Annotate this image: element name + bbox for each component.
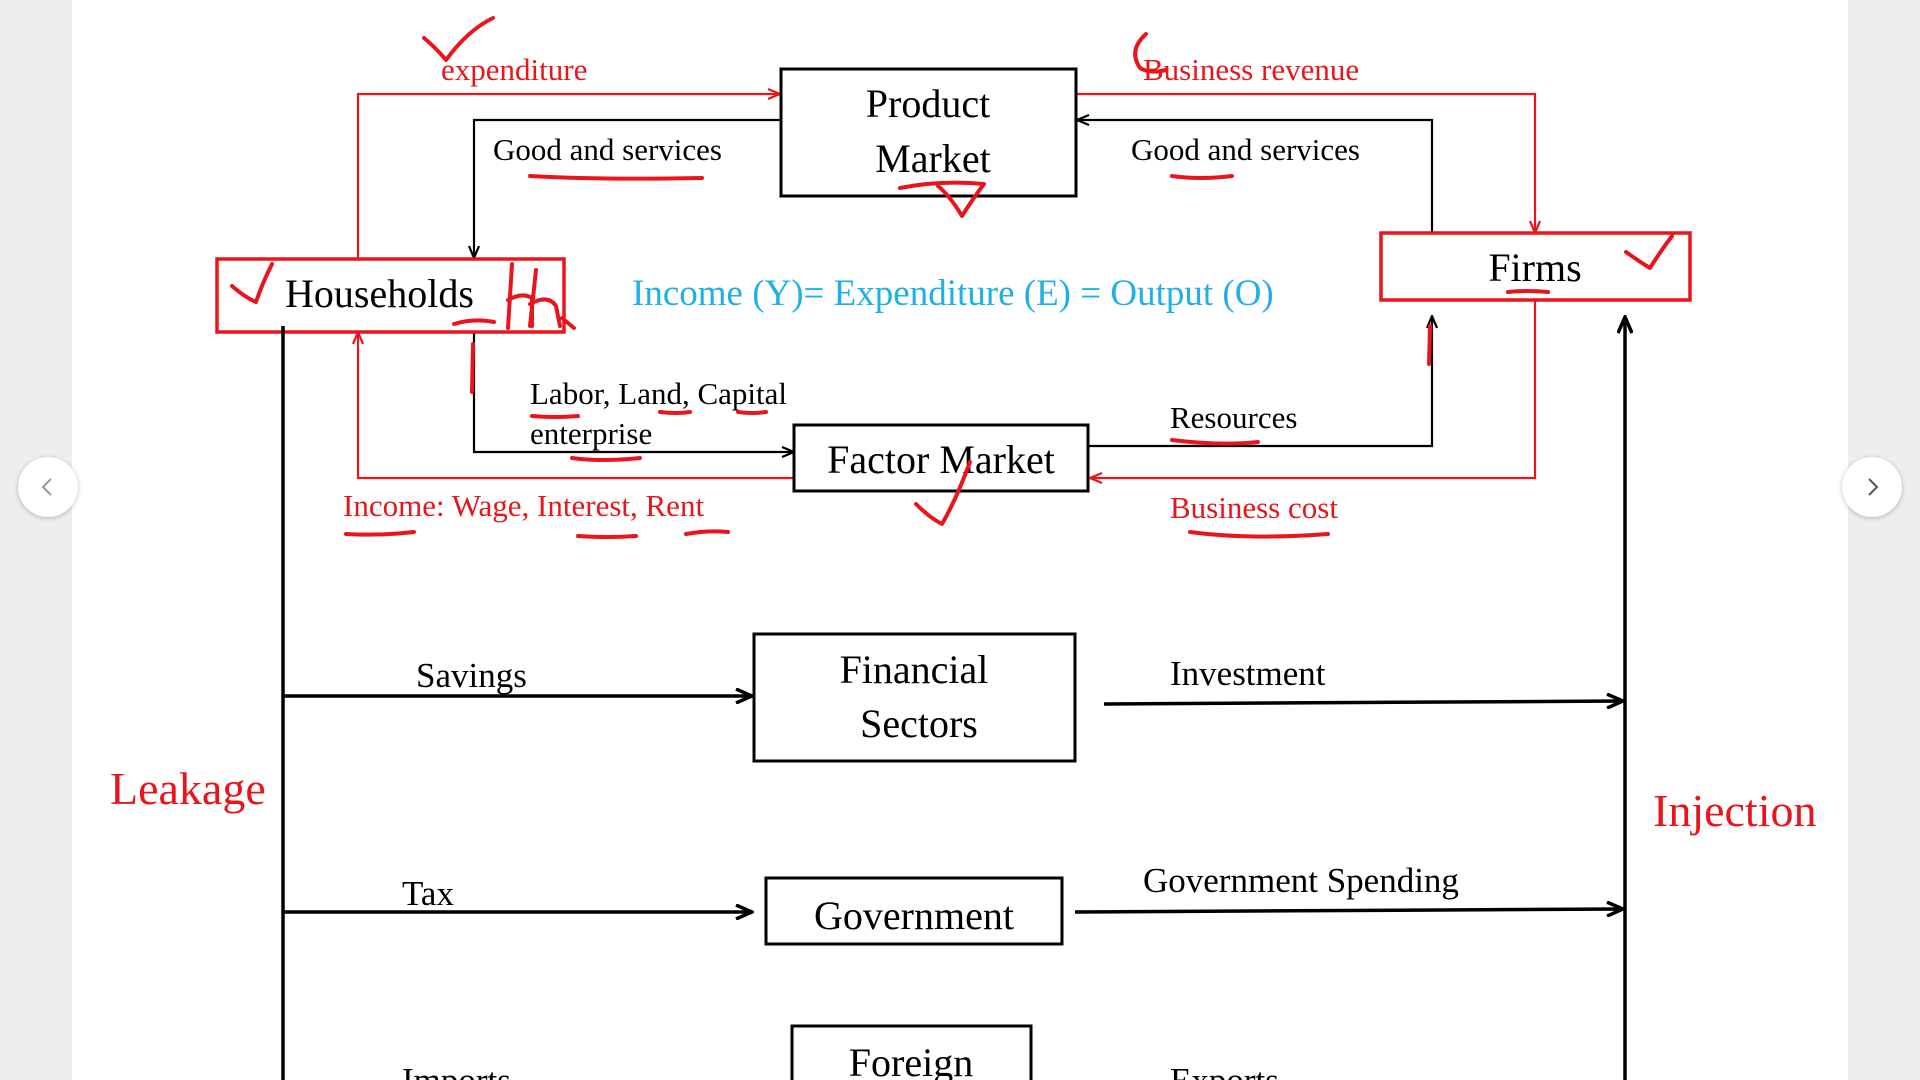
financial-sectors-label-1: Financial bbox=[840, 647, 989, 692]
investment-arrow bbox=[1103, 701, 1623, 704]
underline-income bbox=[344, 530, 416, 537]
next-slide-button[interactable] bbox=[1842, 457, 1902, 517]
underline-labor bbox=[530, 414, 580, 419]
chevron-right-icon bbox=[1868, 478, 1879, 496]
financial-sectors-box bbox=[752, 632, 1077, 763]
firms-box bbox=[1379, 231, 1692, 302]
chevron-left-icon bbox=[41, 478, 52, 496]
mark-business-revenue bbox=[1133, 32, 1168, 74]
slide-canvas: Product Market Households Firms Factor M… bbox=[72, 0, 1848, 1080]
underline-goods-left bbox=[528, 174, 704, 181]
government-label: Government bbox=[814, 893, 1014, 938]
circular-flow-diagram: Product Market Households Firms Factor M… bbox=[110, 16, 1817, 1080]
leakage-label: Leakage bbox=[110, 763, 266, 814]
business-revenue-arrow bbox=[1077, 92, 1535, 233]
product-market-label-1: Product bbox=[866, 81, 990, 126]
goods-from-firms-arrow bbox=[1077, 120, 1434, 233]
checkmark-firms bbox=[1624, 234, 1674, 270]
financial-sectors-label-2: Sectors bbox=[860, 701, 978, 746]
resources-label: Resources bbox=[1170, 400, 1297, 435]
goods-left-label: Good and services bbox=[493, 132, 722, 167]
factor-market-label: Factor Market bbox=[827, 437, 1055, 482]
mark-households-down bbox=[470, 342, 475, 394]
equation-label: Income (Y)= Expenditure (E) = Output (O) bbox=[632, 273, 1274, 314]
firms-label: Firms bbox=[1488, 245, 1581, 290]
exports-label: Exports bbox=[1170, 1061, 1279, 1080]
government-spending-label: Government Spending bbox=[1143, 861, 1459, 900]
underline-goods-right bbox=[1170, 174, 1234, 180]
underline-households bbox=[452, 318, 496, 326]
business-cost-label: Business cost bbox=[1170, 490, 1338, 525]
underline-rent bbox=[684, 529, 730, 536]
business-cost-arrow bbox=[1090, 300, 1537, 478]
prev-slide-button[interactable] bbox=[18, 457, 78, 517]
underline-land bbox=[658, 410, 692, 415]
checkmark-expenditure bbox=[422, 16, 495, 62]
savings-label: Savings bbox=[416, 656, 527, 695]
underline-firms bbox=[1506, 289, 1550, 294]
income-arrow bbox=[358, 332, 794, 480]
checkmark-factor-market bbox=[914, 460, 972, 526]
business-revenue-label: Business revenue bbox=[1143, 52, 1359, 87]
product-market-box bbox=[779, 67, 1078, 198]
imports-label: Imports bbox=[402, 1061, 511, 1080]
goods-to-households-arrow bbox=[474, 118, 780, 258]
resources-to-firms-arrow bbox=[1088, 316, 1432, 448]
foreign-box bbox=[790, 1024, 1033, 1080]
households-label: Households bbox=[285, 271, 474, 316]
households-box bbox=[215, 257, 566, 334]
mark-firms-arrow bbox=[1427, 324, 1432, 366]
product-market-label-2: Market bbox=[875, 136, 991, 181]
underline-enterprise bbox=[570, 456, 642, 462]
tax-label: Tax bbox=[402, 874, 454, 913]
investment-label: Investment bbox=[1170, 654, 1326, 693]
underline-business-cost bbox=[1188, 530, 1330, 539]
handwritten-annotations bbox=[230, 16, 1674, 539]
underline-interest bbox=[576, 534, 638, 539]
enterprise-label: enterprise bbox=[530, 416, 652, 451]
underline-resources bbox=[1170, 438, 1260, 446]
checkmark-product-market bbox=[898, 180, 986, 218]
expenditure-label: expenditure bbox=[441, 52, 587, 87]
labor-label: Labor, Land, Capital bbox=[530, 376, 787, 411]
checkmark-households bbox=[230, 262, 274, 304]
government-spending-arrow bbox=[1074, 909, 1623, 912]
government-box bbox=[764, 876, 1064, 946]
hh-scribble bbox=[506, 262, 576, 330]
injection-label: Injection bbox=[1653, 785, 1817, 836]
income-label: Income: Wage, Interest, Rent bbox=[343, 488, 704, 523]
expenditure-arrow bbox=[356, 94, 780, 259]
underline-capital bbox=[736, 410, 768, 415]
foreign-label: Foreign bbox=[849, 1040, 973, 1080]
goods-right-label: Good and services bbox=[1131, 132, 1360, 167]
factor-market-box bbox=[792, 423, 1090, 493]
